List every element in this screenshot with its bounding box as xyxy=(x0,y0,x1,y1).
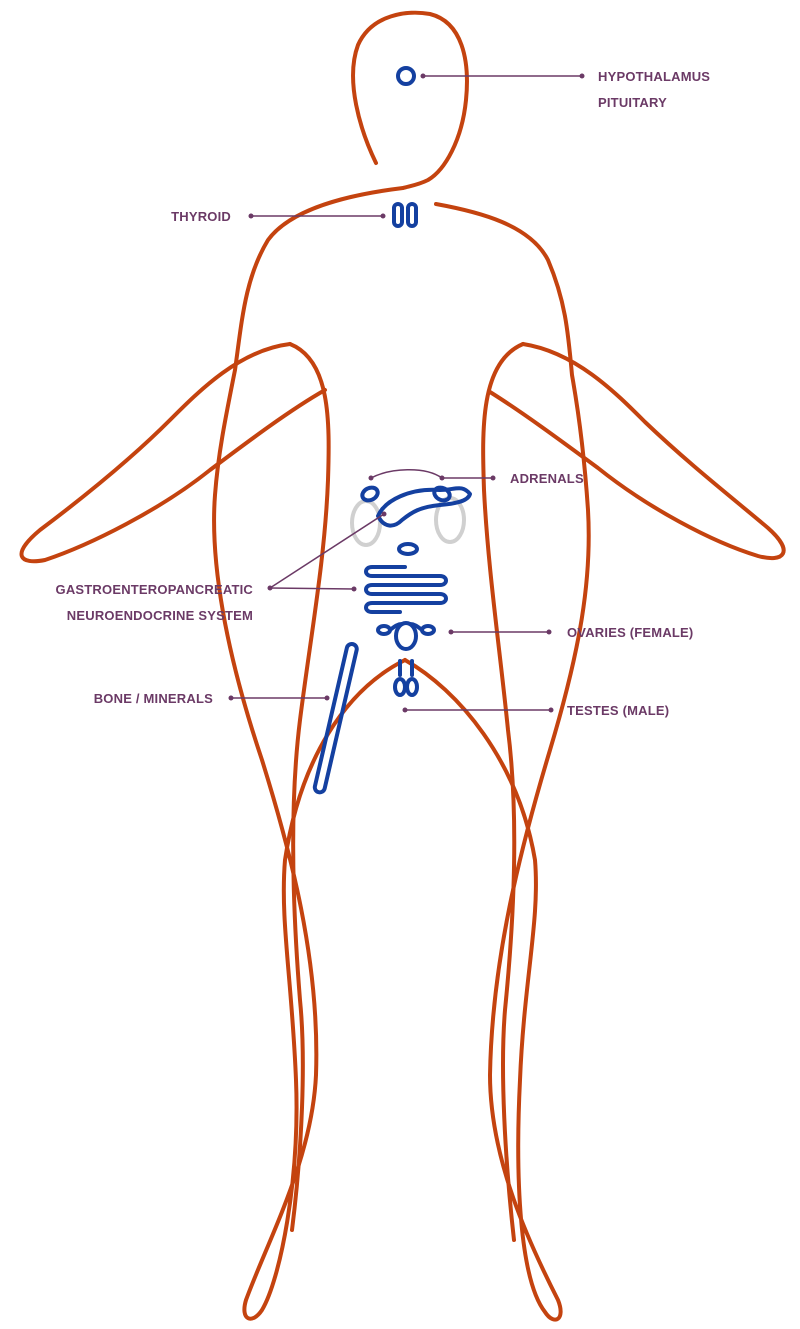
bone-organ xyxy=(314,643,358,793)
leader-dots xyxy=(229,74,585,713)
right-arm-loop xyxy=(490,344,784,558)
label-testes: TESTES (MALE) xyxy=(567,703,669,718)
left-adrenal-organ xyxy=(360,485,380,503)
pancreas-organ xyxy=(378,488,470,525)
organs xyxy=(314,68,470,793)
label-hypothalamus: HYPOTHALAMUS xyxy=(598,69,710,84)
label-ovaries: OVARIES (FEMALE) xyxy=(567,625,693,640)
left-arm-loop xyxy=(21,344,325,561)
intestines-organ xyxy=(366,567,446,612)
label-adrenals: ADRENALS xyxy=(510,471,584,486)
label-thyroid: THYROID xyxy=(171,209,231,224)
label-gep-line2: NEUROENDOCRINE SYSTEM xyxy=(67,608,253,623)
thyroid-organ xyxy=(394,204,416,226)
label-pituitary: PITUITARY xyxy=(598,95,667,110)
ovaries-uterus-organ xyxy=(378,623,434,649)
hypothalamus-pituitary-organ xyxy=(398,68,414,84)
left-kidney xyxy=(352,501,380,545)
leader-lines xyxy=(231,76,582,710)
gep-leader-intestines xyxy=(270,588,354,589)
adrenals-leader xyxy=(371,470,493,478)
stomach-organ xyxy=(399,544,417,554)
head-outline xyxy=(353,13,467,188)
label-bone: BONE / MINERALS xyxy=(94,691,213,706)
label-gep-line1: GASTROENTEROPANCREATIC xyxy=(56,582,254,597)
testes-organ xyxy=(395,661,417,695)
